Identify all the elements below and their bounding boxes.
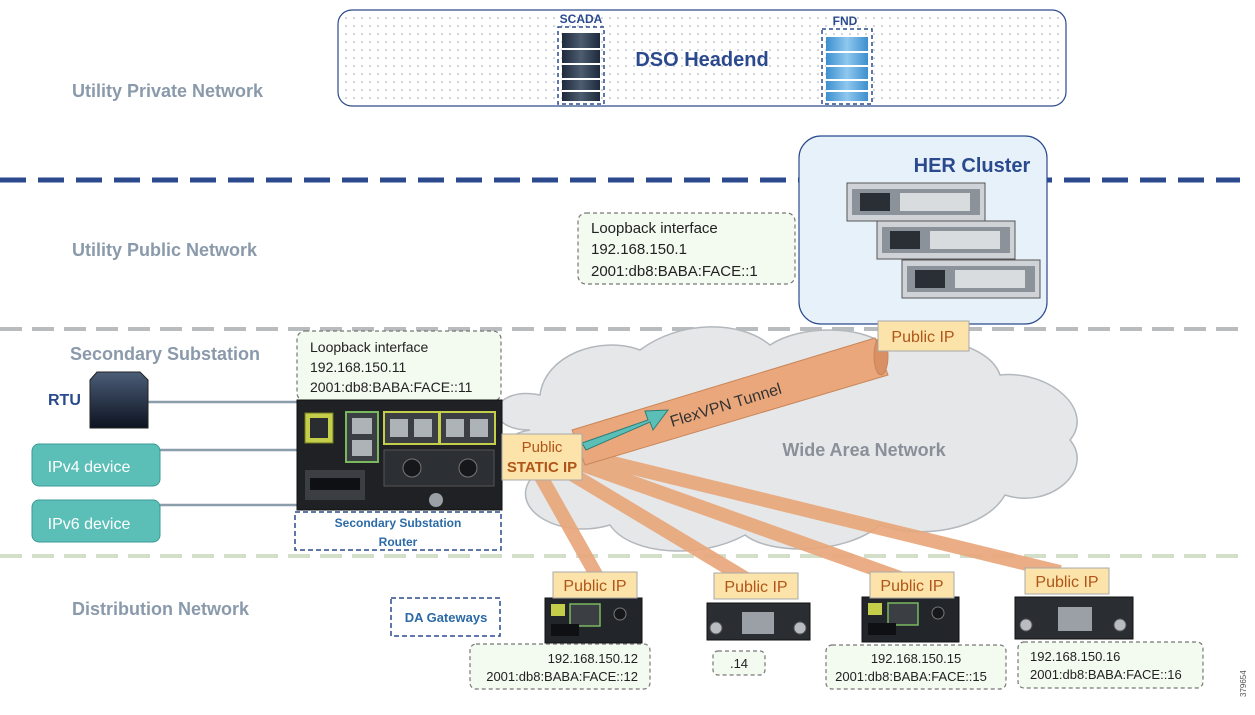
- da-gateway-4: Public IP 192.168.150.16 2001:db8:BABA:F…: [1014, 567, 1204, 689]
- her-loopback-line2: 192.168.150.1: [591, 241, 687, 258]
- substation-router-label-line1: Secondary Substation: [335, 516, 462, 530]
- spoke-tunnel-4: [578, 448, 1062, 579]
- zone-label-utility-public: Utility Public Network: [72, 240, 258, 260]
- her-router-2: [876, 220, 1016, 260]
- gateway-1-ipv6: 2001:db8:BABA:FACE::12: [486, 669, 638, 684]
- her-public-ip-label: Public IP: [891, 329, 954, 346]
- rtu-device: RTU: [48, 371, 149, 429]
- da-gateway-1: Public IP 192.168.150.12 2001:db8:BABA:F…: [469, 571, 651, 690]
- gateway-4-public-ip: Public IP: [1035, 574, 1098, 591]
- da-gateways-label-box: DA Gateways: [390, 597, 501, 637]
- substation-loopback-line3: 2001:db8:BABA:FACE::11: [310, 379, 473, 395]
- scada-label: SCADA: [560, 12, 603, 26]
- secondary-substation-router: [296, 399, 503, 511]
- her-loopback-line3: 2001:db8:BABA:FACE::1: [591, 263, 758, 280]
- substation-loopback-box: Loopback interface 192.168.150.11 2001:d…: [296, 330, 502, 402]
- her-router-3: [901, 259, 1041, 299]
- her-cluster-title: HER Cluster: [914, 155, 1031, 177]
- gateway-4-ipv4: 192.168.150.16: [1030, 649, 1120, 664]
- gateway-2-ipv4: .14: [730, 656, 748, 671]
- router-public-label: Public: [522, 439, 563, 456]
- dso-headend: DSO Headend SCADA FND: [337, 9, 1067, 107]
- her-public-ip-box: Public IP: [877, 320, 970, 352]
- fnd-label: FND: [833, 14, 858, 28]
- substation-router-label-box: Secondary Substation Router: [294, 511, 502, 551]
- her-cluster: HER Cluster: [798, 135, 1048, 325]
- zone-label-utility-private: Utility Private Network: [72, 81, 264, 101]
- her-router-1: [846, 182, 986, 222]
- da-gateways-label: DA Gateways: [405, 610, 488, 625]
- ipv4-device-label: IPv4 device: [48, 459, 131, 476]
- substation-loopback-line1: Loopback interface: [310, 339, 429, 355]
- spoke-tunnel-3: [572, 455, 903, 585]
- gateway-2-public-ip: Public IP: [724, 579, 787, 596]
- zone-label-distribution: Distribution Network: [72, 599, 250, 619]
- router-static-ip-label: STATIC IP: [507, 459, 577, 476]
- gateway-1-ipv4: 192.168.150.12: [548, 651, 638, 666]
- gateway-3-public-ip: Public IP: [880, 578, 943, 595]
- fnd-server: FND: [821, 14, 873, 105]
- her-loopback-box: Loopback interface 192.168.150.1 2001:db…: [577, 212, 796, 285]
- ipv6-device: IPv6 device: [31, 499, 161, 543]
- wan-label: Wide Area Network: [782, 440, 946, 460]
- headend-title: DSO Headend: [635, 49, 768, 71]
- gateway-3-ipv4: 192.168.150.15: [871, 651, 961, 666]
- da-gateway-3: Public IP 192.168.150.15 2001:db8:BABA:F…: [825, 571, 1007, 690]
- spoke-tunnel-1: [533, 471, 605, 582]
- rtu-label: RTU: [48, 392, 81, 409]
- ipv6-device-label: IPv6 device: [48, 516, 131, 533]
- zone-label-secondary-substation: Secondary Substation: [70, 344, 260, 364]
- router-public-static-ip-box: Public STATIC IP: [501, 433, 583, 481]
- substation-router-label-line2: Router: [379, 535, 418, 549]
- substation-loopback-line2: 192.168.150.11: [310, 359, 406, 375]
- figure-id: 379654: [1239, 670, 1248, 697]
- da-gateway-2: Public IP .14: [706, 572, 811, 676]
- spoke-tunnels: [533, 448, 1062, 586]
- her-loopback-line1: Loopback interface: [591, 220, 718, 237]
- gateway-1-public-ip: Public IP: [563, 578, 626, 595]
- ipv4-device: IPv4 device: [31, 443, 161, 487]
- gateway-3-ipv6: 2001:db8:BABA:FACE::15: [835, 669, 987, 684]
- scada-server: SCADA: [557, 12, 605, 105]
- spoke-tunnel-2: [561, 464, 752, 586]
- substation-links: [148, 400, 298, 507]
- wan-cloud: [496, 326, 1078, 552]
- flexvpn-arrow: [581, 409, 670, 451]
- gateway-4-ipv6: 2001:db8:BABA:FACE::16: [1030, 667, 1182, 682]
